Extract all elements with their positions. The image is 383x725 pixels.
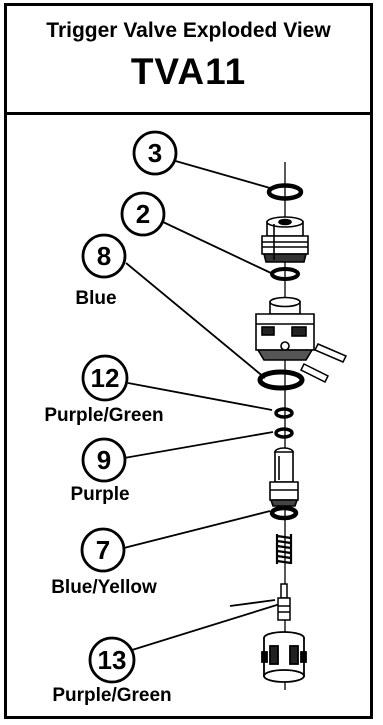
callout-label-9: Purple — [70, 484, 129, 505]
seal-ring-7 — [269, 505, 299, 521]
callout-number-12: 12 — [91, 363, 120, 393]
callout-label-8: Blue — [75, 288, 116, 309]
callout-number-9: 9 — [97, 445, 111, 475]
page-title: Trigger Valve Exploded View — [46, 19, 331, 42]
spring-part — [275, 534, 293, 565]
callout-number-3: 3 — [148, 138, 162, 168]
callout-label-7: Blue/Yellow — [51, 577, 157, 598]
o-ring-8 — [257, 369, 305, 391]
valve-body-part — [255, 296, 315, 361]
o-ring-9 — [274, 427, 294, 439]
o-ring-3 — [266, 183, 304, 201]
o-ring-2 — [270, 267, 300, 281]
leader-lines — [123, 159, 281, 651]
needle-part — [277, 583, 291, 621]
callout-label-13: Purple/Green — [52, 685, 171, 706]
header: Trigger Valve Exploded View TVA11 — [7, 6, 370, 115]
retainer-13 — [261, 631, 307, 683]
callout-number-8: 8 — [97, 241, 111, 271]
callout-number-13: 13 — [98, 645, 127, 675]
o-ring-12 — [274, 407, 294, 419]
roll-pins — [299, 343, 348, 384]
valve-seat-part — [261, 216, 309, 263]
callout-number-2: 2 — [136, 199, 150, 229]
part-code: TVA11 — [130, 51, 247, 92]
callout-circles — [80, 130, 178, 684]
valve-stem-part — [269, 447, 299, 507]
callout-label-12: Purple/Green — [44, 405, 163, 426]
diagram-frame: Trigger Valve Exploded View TVA11 — [4, 3, 373, 719]
callout-number-7: 7 — [96, 535, 110, 565]
